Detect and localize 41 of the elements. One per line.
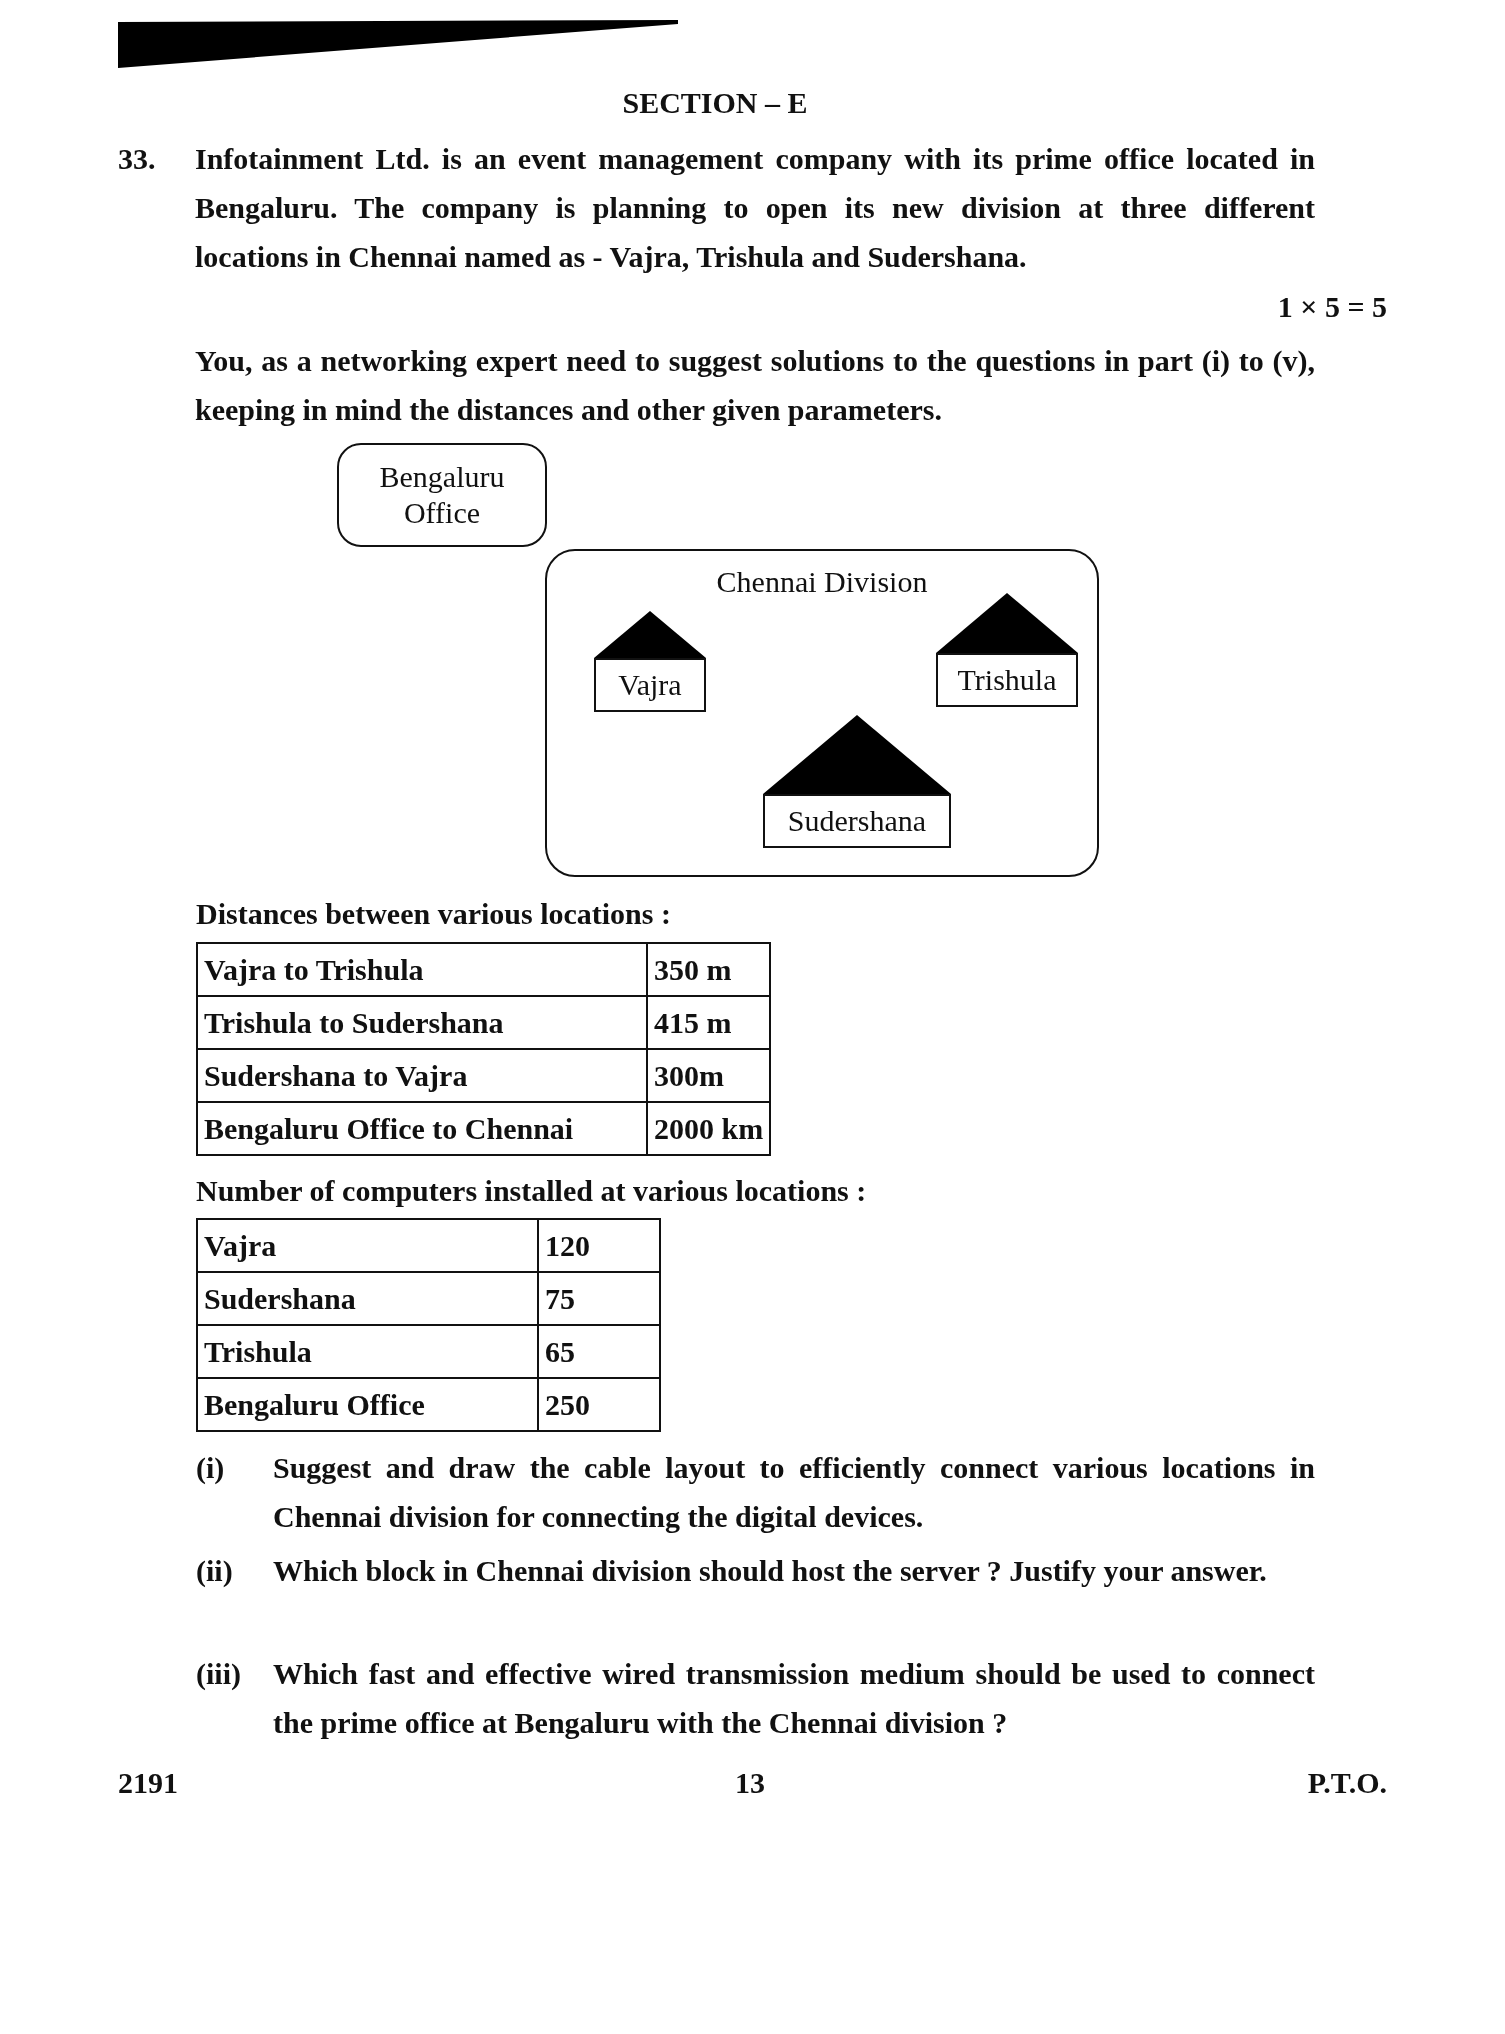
table-cell: Sudershana	[197, 1272, 538, 1325]
table-cell: Trishula	[197, 1325, 538, 1378]
page-number: 13	[734, 1765, 766, 1801]
table-cell: Sudershana to Vajra	[197, 1049, 647, 1102]
table-cell: Bengaluru Office	[197, 1378, 538, 1431]
building-label: Vajra	[594, 658, 706, 712]
sub-question-number: (iii)	[196, 1656, 241, 1692]
table-cell: 250	[538, 1378, 660, 1431]
instruction-text: You, as a networking expert need to suggest solutions to the questions in part (i) to (v), keeping in mind the distances and other given parameters.	[195, 343, 1315, 428]
building-drawing	[594, 611, 706, 712]
table-caption: Number of computers installed at various locations :	[196, 1173, 867, 1209]
table-cell: 415 m	[647, 996, 771, 1049]
sub-question-text: Which block in Chennai division should host the server ? Justify your answer.	[273, 1553, 1268, 1589]
table-cell: 75	[538, 1272, 660, 1325]
question-number: 33.	[118, 141, 156, 177]
table-cell: Vajra to Trishula	[197, 943, 647, 996]
section-heading: SECTION – E	[621, 85, 809, 121]
rounded-box: Bengaluru Office	[337, 443, 547, 547]
table-cell: 2000 km	[647, 1102, 771, 1155]
table-cell: 350 m	[647, 943, 771, 996]
table-cell: 65	[538, 1325, 660, 1378]
building-drawing	[936, 593, 1078, 707]
table-cell: Trishula to Sudershana	[197, 996, 647, 1049]
footer-note: P.T.O.	[1307, 1765, 1387, 1801]
table-cell: 120	[538, 1219, 660, 1272]
table-caption: Distances between various locations :	[196, 896, 671, 932]
group-title: Chennai Division	[715, 565, 929, 599]
building-drawing	[763, 715, 951, 848]
sub-question-number: (ii)	[196, 1553, 233, 1589]
building-label: Trishula	[936, 653, 1078, 707]
table-cell: 300m	[647, 1049, 771, 1102]
sub-question-text: Which fast and effective wired transmission medium should be used to connect the prime office at Bengaluru with the Chennai division ?	[273, 1656, 1315, 1741]
sub-question-number: (i)	[196, 1450, 225, 1486]
marks: 1 × 5 = 5	[1277, 289, 1387, 325]
table-cell: Vajra	[197, 1219, 538, 1272]
table-cell: Bengaluru Office to Chennai	[197, 1102, 647, 1155]
building-label: Sudershana	[763, 794, 951, 848]
sub-question-text: Suggest and draw the cable layout to efficiently connect various locations in Chennai division for connecting the digital devices.	[273, 1450, 1315, 1535]
rounded-box	[545, 549, 1099, 877]
paper-code: 2191	[118, 1765, 178, 1801]
question-text: Infotainment Ltd. is an event management company with its prime office located in Bengaluru. The company is planning to open its new division at three different locations in Chennai named as - Vajra, Trishula and Sudershana.	[195, 141, 1315, 275]
